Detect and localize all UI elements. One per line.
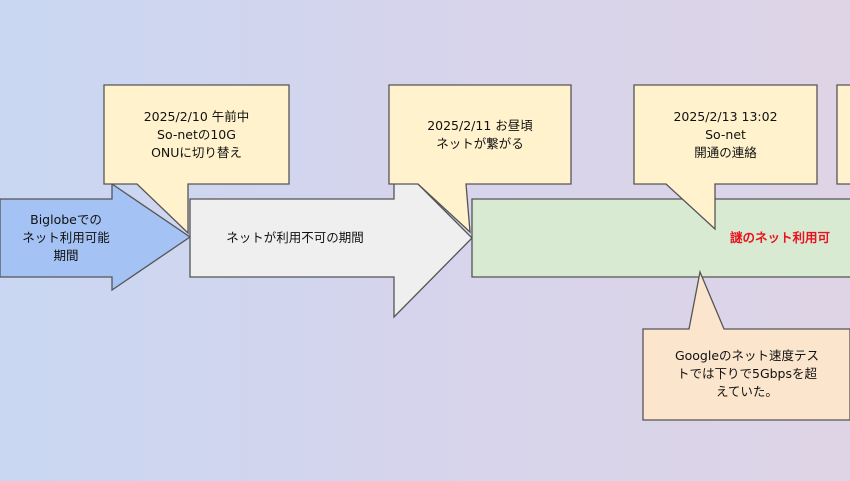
callout-feb10	[103, 84, 290, 235]
unavailable-period-arrow	[189, 158, 473, 319]
callout-partial-right	[836, 84, 850, 185]
biglobe-period-arrow	[0, 182, 192, 292]
biglobe-period-label: Biglobeでの ネット利用可能 期間	[22, 211, 110, 264]
mystery-available-bar	[471, 198, 850, 278]
callout-feb11	[388, 84, 572, 234]
callout-speedtest-text: Googleのネット速度テス トでは下りで5Gbpsを超 えていた。	[674, 347, 820, 400]
mystery-available-label: 謎のネット利用可	[730, 229, 831, 245]
callout-feb10-text: 2025/2/10 午前中 So-netの10G ONUに切り替え	[143, 108, 250, 161]
callout-feb11-text: 2025/2/11 お昼頃 ネットが繋がる	[427, 117, 533, 151]
callout-feb13-text: 2025/2/13 13:02 So-net 開通の連絡	[673, 108, 778, 161]
unavailable-period-label: ネットが利用不可の期間	[226, 229, 364, 245]
callout-speedtest	[642, 269, 850, 421]
callout-feb13	[633, 84, 818, 231]
